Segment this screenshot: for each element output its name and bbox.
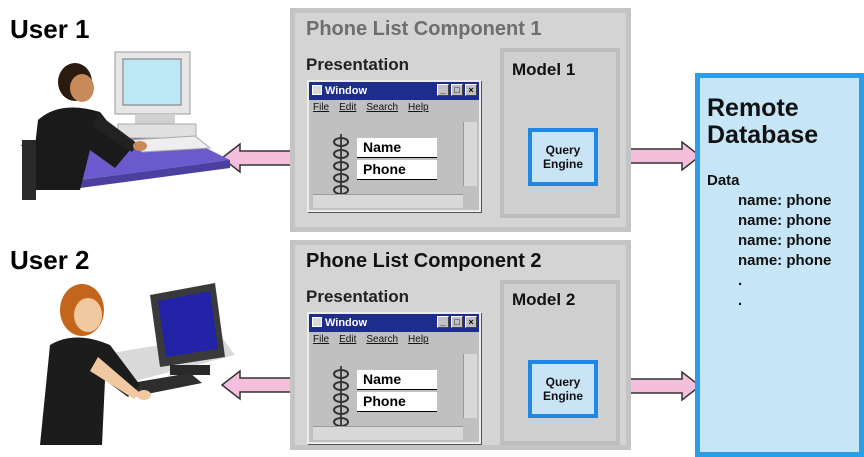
component-1-model-label: Model 1 [512,60,576,79]
component-1-title: Phone List Component 1 [306,18,542,40]
minimize-icon[interactable]: _ [437,316,449,328]
query-engine-line2: Engine [542,389,583,403]
component-2-model-label: Model 2 [512,290,576,309]
close-icon[interactable]: × [465,84,477,96]
database-data-label: Data [707,172,740,189]
window-menu-icon[interactable] [312,317,322,327]
vertical-scrollbar[interactable] [463,122,477,186]
menu-edit[interactable]: Edit [339,334,357,345]
horizontal-scrollbar[interactable] [313,194,463,208]
component-2-title: Phone List Component 2 [306,250,542,272]
database-ellipsis-dot: . [738,272,743,289]
menu-search[interactable]: Search [366,334,399,345]
user-at-computer-icon [20,51,230,200]
component-1-window: Window _ □ × File Edit Search Help Name Pho… [307,80,481,212]
component-1-query-engine: Query Engine [528,128,598,186]
query-engine-line1: Query [545,375,581,389]
database-ellipsis-dot: . [738,292,743,309]
name-field[interactable]: Name [357,138,437,158]
database-entry: name: phone [738,212,832,229]
name-field[interactable]: Name [357,370,437,390]
window-menubar: File Edit Search Help [313,102,439,113]
user-at-computer-icon [40,283,235,445]
database-title-line2: Database [707,121,819,149]
menu-help[interactable]: Help [408,102,429,113]
database-entry: name: phone [738,192,832,209]
database-entry: name: phone [738,232,832,249]
maximize-icon[interactable]: □ [451,316,463,328]
spiral-binding-icon [333,366,349,432]
phone-field[interactable]: Phone [357,160,437,180]
menu-help[interactable]: Help [408,334,429,345]
menu-search[interactable]: Search [366,102,399,113]
close-icon[interactable]: × [465,316,477,328]
vertical-scrollbar[interactable] [463,354,477,418]
query-engine-line1: Query [545,143,581,157]
query-engine-line2: Engine [542,157,583,171]
user-2-label: User 2 [10,245,90,275]
remote-database-box [695,73,864,457]
menu-file[interactable]: File [313,102,330,113]
horizontal-scrollbar[interactable] [313,426,463,440]
window-menubar: File Edit Search Help [313,334,439,345]
menu-file[interactable]: File [313,334,330,345]
window-titlebar: Window _ □ × [309,82,479,100]
component-1-presentation-label: Presentation [306,55,409,74]
window-title: Window [325,317,368,329]
database-title-line1: Remote [707,94,799,122]
component-2-window: Window _ □ × File Edit Search Help Name Pho… [307,312,481,444]
window-menu-icon[interactable] [312,85,322,95]
component-2-query-engine: Query Engine [528,360,598,418]
database-entry: name: phone [738,252,832,269]
spiral-binding-icon [333,134,349,200]
component-2-presentation-label: Presentation [306,287,409,306]
phone-field[interactable]: Phone [357,392,437,412]
user-1-label: User 1 [10,14,90,44]
menu-edit[interactable]: Edit [339,102,357,113]
maximize-icon[interactable]: □ [451,84,463,96]
component-1-model-box [500,48,620,218]
minimize-icon[interactable]: _ [437,84,449,96]
window-titlebar: Window _ □ × [309,314,479,332]
window-title: Window [325,85,368,97]
